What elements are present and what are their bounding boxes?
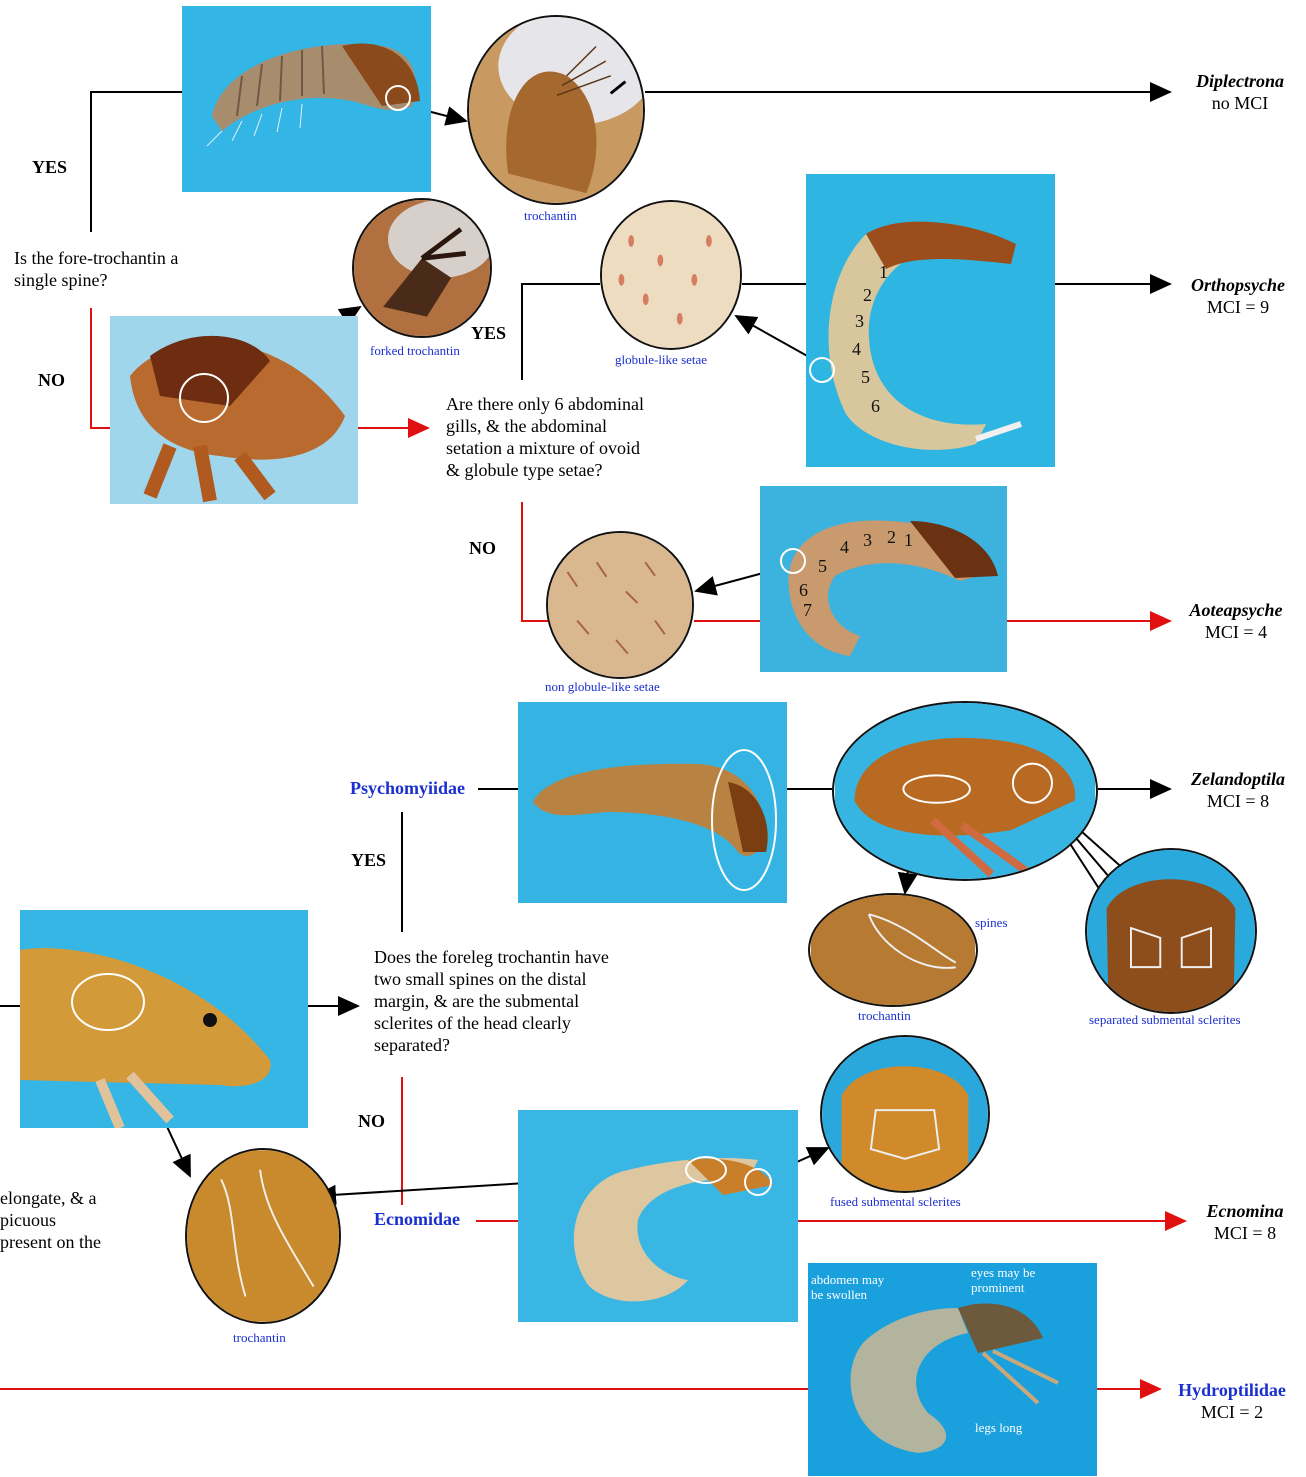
q2-no-label: NO: [469, 538, 496, 559]
mci-score: no MCI: [1180, 92, 1300, 114]
fused-sclerites-circle: [820, 1035, 990, 1193]
result-orthopsyche: Orthopsyche MCI = 9: [1176, 274, 1300, 318]
question-1: Is the fore-trochantin a single spine?: [14, 247, 224, 291]
gill-number: 6: [799, 580, 808, 601]
q2-no-line: [522, 502, 548, 621]
mci-score: MCI = 2: [1162, 1401, 1302, 1423]
q1-yes-line: [91, 92, 182, 232]
genus-name: Aoteapsyche: [1174, 599, 1298, 621]
question-3: Does the foreleg trochantin have two sma…: [374, 946, 674, 1056]
result-zelandoptila: Zelandoptila MCI = 8: [1176, 768, 1300, 812]
gill-number: 5: [818, 556, 827, 577]
gill-number: 1: [879, 262, 888, 283]
note-abdomen: abdomen may be swollen: [811, 1272, 884, 1302]
separated-sclerites-circle: [1085, 848, 1257, 1014]
gill-number: 1: [904, 530, 913, 551]
forked-trochantin-photo: [110, 316, 358, 504]
family-ecnomidae: Ecnomidae: [374, 1209, 460, 1230]
trochantin-closeup-circle: [467, 15, 645, 205]
result-ecnomina: Ecnomina MCI = 8: [1190, 1200, 1300, 1244]
gill-number: 3: [855, 311, 864, 332]
result-diplectrona: Diplectrona no MCI: [1180, 70, 1300, 114]
q1-yes-label: YES: [32, 157, 67, 178]
result-hydroptilidae: Hydroptilidae MCI = 2: [1162, 1379, 1302, 1423]
gill-number: 4: [840, 537, 849, 558]
gill-number: 6: [871, 396, 880, 417]
gill-number: 2: [887, 527, 896, 548]
genus-name: Ecnomina: [1190, 1200, 1300, 1222]
ecnomidae-head-photo: [20, 910, 308, 1128]
question-2: Are there only 6 abdominal gills, & the …: [446, 393, 696, 481]
mci-score: MCI = 8: [1176, 790, 1300, 812]
globule-setae-circle: [600, 200, 742, 350]
caption-separated-sclerites: separated submental sclerites: [1089, 1012, 1241, 1028]
q3-no-label: NO: [358, 1111, 385, 1132]
genus-name: Diplectrona: [1180, 70, 1300, 92]
question-4-partial: elongate, & a picuous present on the: [0, 1187, 140, 1253]
gill-number: 3: [863, 530, 872, 551]
mci-score: MCI = 4: [1174, 621, 1298, 643]
result-aoteapsyche: Aoteapsyche MCI = 4: [1174, 599, 1298, 643]
ecnomidae-trochantin-circle: [185, 1148, 341, 1324]
non-globule-setae-circle: [546, 531, 694, 679]
q3-yes-label: YES: [351, 850, 386, 871]
family-psychomyiidae: Psychomyiidae: [350, 778, 465, 799]
gill-number: 4: [852, 339, 861, 360]
genus-name: Orthopsyche: [1176, 274, 1300, 296]
q2-yes-line: [522, 284, 600, 380]
diplectrona-larva-photo: [182, 6, 431, 192]
q1-no-label: NO: [38, 370, 65, 391]
mci-score: MCI = 9: [1176, 296, 1300, 318]
caption-trochantin-bottom: trochantin: [233, 1330, 286, 1346]
q2-yes-label: YES: [471, 323, 506, 344]
forked-trochantin-circle: [352, 198, 492, 338]
zelandoptila-head-oval: [832, 701, 1098, 881]
caption-forked-trochantin: forked trochantin: [370, 343, 460, 359]
gill-number: 7: [803, 600, 812, 621]
note-legs: legs long: [975, 1420, 1022, 1435]
caption-globule-setae: globule-like setae: [615, 352, 707, 368]
caption-non-globule-setae: non globule-like setae: [545, 679, 660, 695]
orthopsyche-larva-photo: [806, 174, 1055, 467]
spines-trochantin-circle: [808, 893, 978, 1007]
gill-number: 2: [863, 285, 872, 306]
psychomyiidae-larva-photo: [518, 702, 787, 903]
caption-fused-sclerites: fused submental sclerites: [830, 1194, 961, 1210]
aoteapsyche-larva-photo: [760, 486, 1007, 672]
caption-spines: spines: [975, 915, 1008, 931]
q1-no-line: [91, 308, 110, 428]
mci-score: MCI = 8: [1190, 1222, 1300, 1244]
family-name: Hydroptilidae: [1162, 1379, 1302, 1401]
caption-trochantin-mid: trochantin: [858, 1008, 911, 1024]
genus-name: Zelandoptila: [1176, 768, 1300, 790]
ecnomidae-larva-photo: [518, 1110, 798, 1322]
note-eyes: eyes may be prominent: [971, 1265, 1035, 1295]
gill-number: 5: [861, 367, 870, 388]
caption-trochantin-top: trochantin: [524, 208, 577, 224]
